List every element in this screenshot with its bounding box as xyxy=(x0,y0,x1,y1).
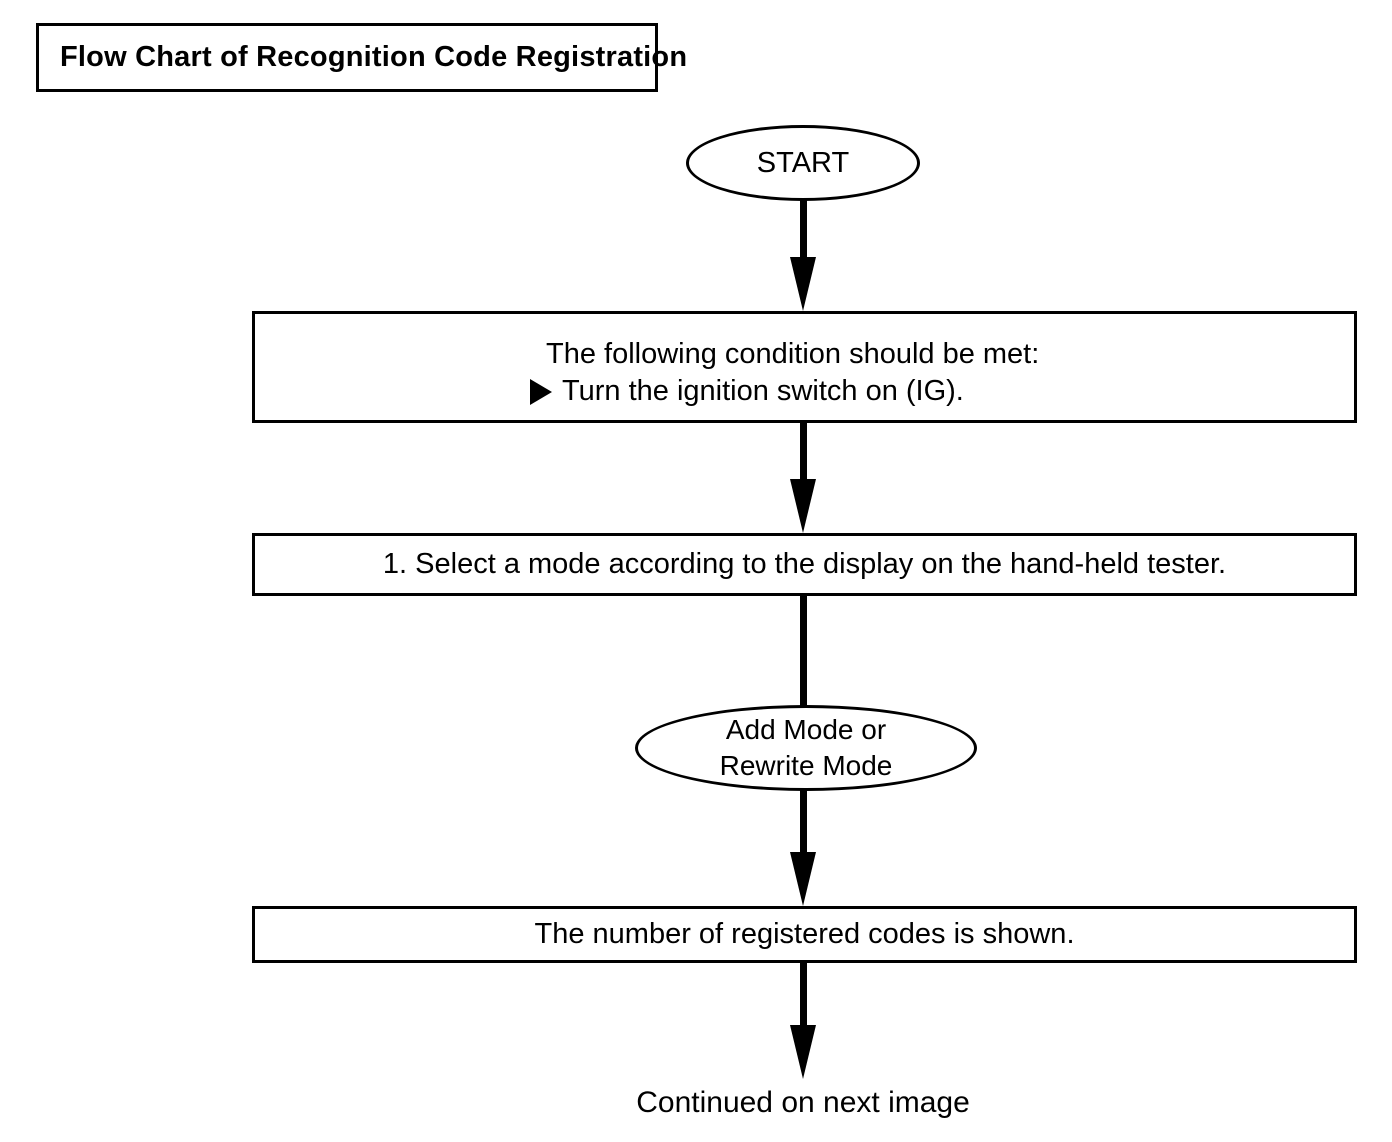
mode-label-line1: Add Mode or xyxy=(725,714,887,745)
start-label: START xyxy=(756,146,850,179)
condition-box: The following condition should be met: T… xyxy=(252,311,1357,423)
condition-line1: The following condition should be met: xyxy=(546,338,1040,370)
flow-connector-mode-to-codes xyxy=(800,789,807,854)
select-mode-label: 1. Select a mode according to the displa… xyxy=(382,548,1227,580)
condition-text-block: The following condition should be met: T… xyxy=(530,336,1039,410)
arrowhead-down-icon xyxy=(790,1025,816,1079)
start-terminator: START xyxy=(686,125,920,201)
flow-connector-codes-to-continuation xyxy=(800,963,807,1027)
flow-connector-select-to-mode xyxy=(800,596,807,708)
codes-shown-box: The number of registered codes is shown. xyxy=(252,906,1357,963)
condition-line2: Turn the ignition switch on (IG). xyxy=(530,373,1039,410)
diagram-title: Flow Chart of Recognition Code Registrat… xyxy=(60,41,688,73)
arrowhead-down-icon xyxy=(790,479,816,533)
mode-terminator: Add Mode or Rewrite Mode xyxy=(635,705,977,791)
mode-label-line2: Rewrite Mode xyxy=(719,750,893,781)
condition-bullet-text: Turn the ignition switch on (IG). xyxy=(562,375,964,407)
arrowhead-down-icon xyxy=(790,257,816,311)
right-triangle-bullet-icon xyxy=(530,378,552,405)
flow-connector-condition-to-select xyxy=(800,423,807,481)
select-mode-box: 1. Select a mode according to the displa… xyxy=(252,533,1357,596)
diagram-title-box: Flow Chart of Recognition Code Registrat… xyxy=(36,23,687,92)
codes-shown-label: The number of registered codes is shown. xyxy=(534,918,1075,950)
arrowhead-down-icon xyxy=(790,852,816,906)
flow-connector-start-to-condition xyxy=(800,198,807,259)
continuation-note: Continued on next image xyxy=(636,1086,970,1119)
